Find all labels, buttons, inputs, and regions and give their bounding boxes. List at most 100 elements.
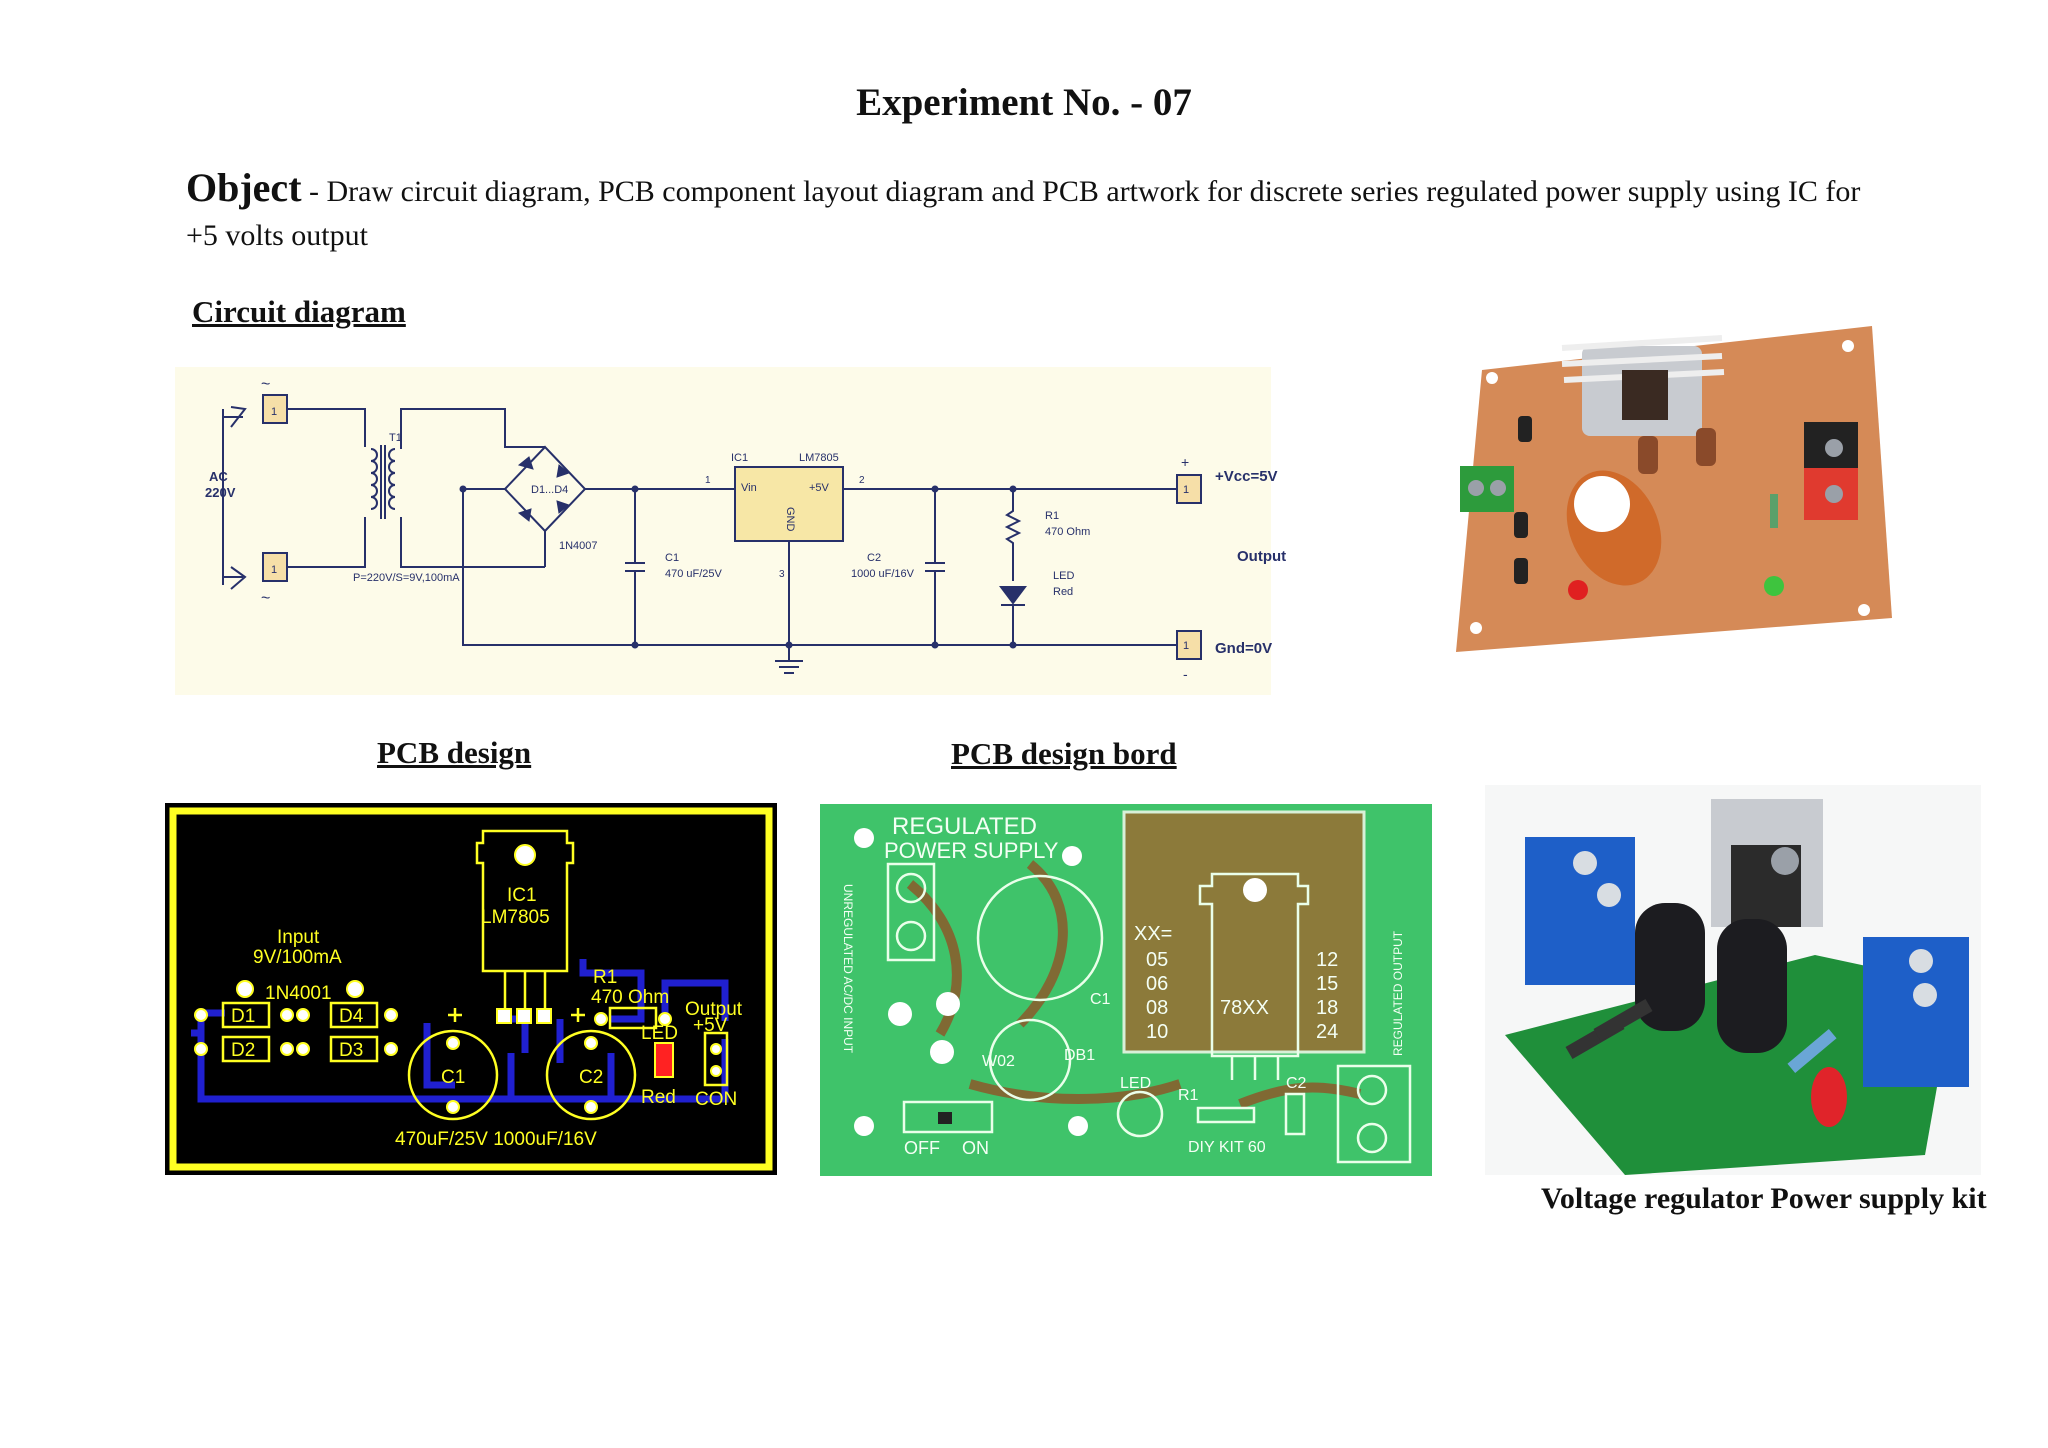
r1-ref: R1 xyxy=(1045,510,1059,522)
board-reg: 78XX xyxy=(1220,997,1269,1019)
heading-pcb-design: PCB design xyxy=(377,735,532,770)
vcc-label: +Vcc=5V xyxy=(1215,468,1278,485)
red-led xyxy=(1568,580,1588,600)
pcb-green-board: REGULATED POWER SUPPLY UNREGULATED AC/DC… xyxy=(820,804,1432,1176)
pcb-led-color: Red xyxy=(641,1087,676,1108)
pcb-d3: D3 xyxy=(339,1040,363,1061)
ic-ref: IC1 xyxy=(731,452,748,464)
resistor xyxy=(1770,494,1778,528)
green-led xyxy=(1764,576,1784,596)
board-code-r1: 12 xyxy=(1316,949,1338,971)
pcb-r1-val: 470 Ohm xyxy=(591,987,669,1008)
board-kit: DIY KIT 60 xyxy=(1188,1139,1266,1156)
pin-2: 2 xyxy=(859,475,865,486)
object-text-line1: Draw circuit diagram, PCB component layo… xyxy=(326,175,1861,208)
board-code-l2: 06 xyxy=(1146,973,1168,995)
board-r1: R1 xyxy=(1178,1087,1199,1104)
board-db1: DB1 xyxy=(1064,1047,1095,1064)
pcb-output: Output xyxy=(685,999,743,1020)
pcb-output-v: +5V xyxy=(693,1015,728,1036)
assembled-board-photo xyxy=(1456,326,1892,652)
object-paragraph: Object - Draw circuit diagram, PCB compo… xyxy=(186,166,1926,258)
page-title: Experiment No. - 07 xyxy=(856,81,1192,124)
board-w02: W02 xyxy=(982,1053,1015,1070)
object-separator: - xyxy=(309,175,320,208)
pcb-d4: D4 xyxy=(339,1006,364,1027)
board-code-l3: 08 xyxy=(1146,997,1168,1019)
pcb-ic-ref: IC1 xyxy=(507,885,537,906)
c1-val: 470 uF/25V xyxy=(665,568,723,580)
pcb-led: LED xyxy=(641,1023,678,1044)
ac-label-1: AC xyxy=(209,469,228,484)
board-c2: C2 xyxy=(1286,1075,1307,1092)
ac-label-2: 220V xyxy=(205,485,236,500)
ic-pin-gnd: GND xyxy=(784,507,796,532)
object-text-line2: +5 volts output xyxy=(186,219,368,252)
kit-capacitor-c2 xyxy=(1717,919,1787,1053)
pcb-diode-part: 1N4001 xyxy=(265,983,332,1004)
board-title-2: POWER SUPPLY xyxy=(884,838,1059,863)
r1-val: 470 Ohm xyxy=(1045,526,1090,538)
terminal-out-2: 1 xyxy=(1183,640,1189,652)
electrolytic-capacitor xyxy=(1566,470,1662,586)
terminal-out-1: 1 xyxy=(1183,484,1189,496)
pcb-c2: C2 xyxy=(579,1067,603,1088)
c2-ref: C2 xyxy=(867,552,881,564)
board-right-vertical: REGULATED OUTPUT xyxy=(1391,930,1405,1056)
board-off: OFF xyxy=(904,1138,940,1158)
ic-part: LM7805 xyxy=(799,452,839,464)
pcb-layout-diagram: IC1 LM7805 Input 9V/100mA 1N4001 D1 D2 D… xyxy=(165,803,777,1175)
caption-kit: Voltage regulator Power supply kit xyxy=(1541,1182,1987,1215)
pcb-d2: D2 xyxy=(231,1040,255,1061)
kit-red-led xyxy=(1811,1067,1847,1127)
pcb-led-pad xyxy=(654,1042,674,1078)
regulator-copper-pad xyxy=(1122,810,1366,1054)
board-c1: C1 xyxy=(1090,991,1111,1008)
output-label: Output xyxy=(1237,548,1286,565)
board-led: LED xyxy=(1120,1075,1151,1092)
ic-pin-in: Vin xyxy=(741,482,757,494)
out-minus: - xyxy=(1183,666,1188,682)
pcb-caps: 470uF/25V 1000uF/16V xyxy=(395,1129,597,1150)
board-xx: XX= xyxy=(1134,923,1172,945)
bridge-part: 1N4007 xyxy=(559,540,598,552)
board-code-r2: 15 xyxy=(1316,973,1338,995)
gnd-label: Gnd=0V xyxy=(1215,640,1272,657)
pcb-input-1: Input xyxy=(277,927,320,948)
heading-pcb-design-board: PCB design bord xyxy=(951,736,1177,771)
board-code-l4: 10 xyxy=(1146,1021,1168,1043)
kit-capacitor-c1 xyxy=(1635,903,1705,1031)
transformer-spec: P=220V/S=9V,100mA xyxy=(353,572,460,584)
object-lead: Object xyxy=(186,165,302,210)
led-color: Red xyxy=(1053,586,1073,598)
board-title-1: REGULATED xyxy=(892,813,1037,840)
pcb-r1: R1 xyxy=(593,967,617,988)
circuit-schematic: AC 220V ~ ~ 1 1 T1 P=220V/S=9V,100mA D1.… xyxy=(175,367,1286,695)
terminal-in-1: 1 xyxy=(271,406,277,418)
terminal-in-2: 1 xyxy=(271,564,277,576)
kit-photo xyxy=(1485,785,1981,1175)
pcb-input-2: 9V/100mA xyxy=(253,947,342,968)
pcb-con: CON xyxy=(695,1089,737,1110)
pin-3: 3 xyxy=(779,569,785,580)
ic-pin-out: +5V xyxy=(809,482,830,494)
heatsink xyxy=(1561,335,1725,436)
board-code-l1: 05 xyxy=(1146,949,1168,971)
board-code-r4: 24 xyxy=(1316,1021,1338,1043)
pin-1: 1 xyxy=(705,475,711,486)
board-on: ON xyxy=(962,1138,989,1158)
c2-val: 1000 uF/16V xyxy=(851,568,915,580)
c1-ref: C1 xyxy=(665,552,679,564)
transformer-ref: T1 xyxy=(389,432,402,444)
led-ref: LED xyxy=(1053,570,1074,582)
bridge-ref: D1...D4 xyxy=(531,484,568,496)
board-left-vertical: UNREGULATED AC/DC INPUT xyxy=(841,884,855,1054)
pcb-c1: C1 xyxy=(441,1067,465,1088)
pcb-d1: D1 xyxy=(231,1006,255,1027)
heading-circuit-diagram: Circuit diagram xyxy=(192,294,406,329)
board-code-r3: 18 xyxy=(1316,997,1338,1019)
out-plus: + xyxy=(1181,454,1189,470)
tilde-top: ~ xyxy=(261,376,270,393)
tilde-bottom: ~ xyxy=(261,590,270,607)
pcb-ic-part: LM7805 xyxy=(481,907,550,928)
